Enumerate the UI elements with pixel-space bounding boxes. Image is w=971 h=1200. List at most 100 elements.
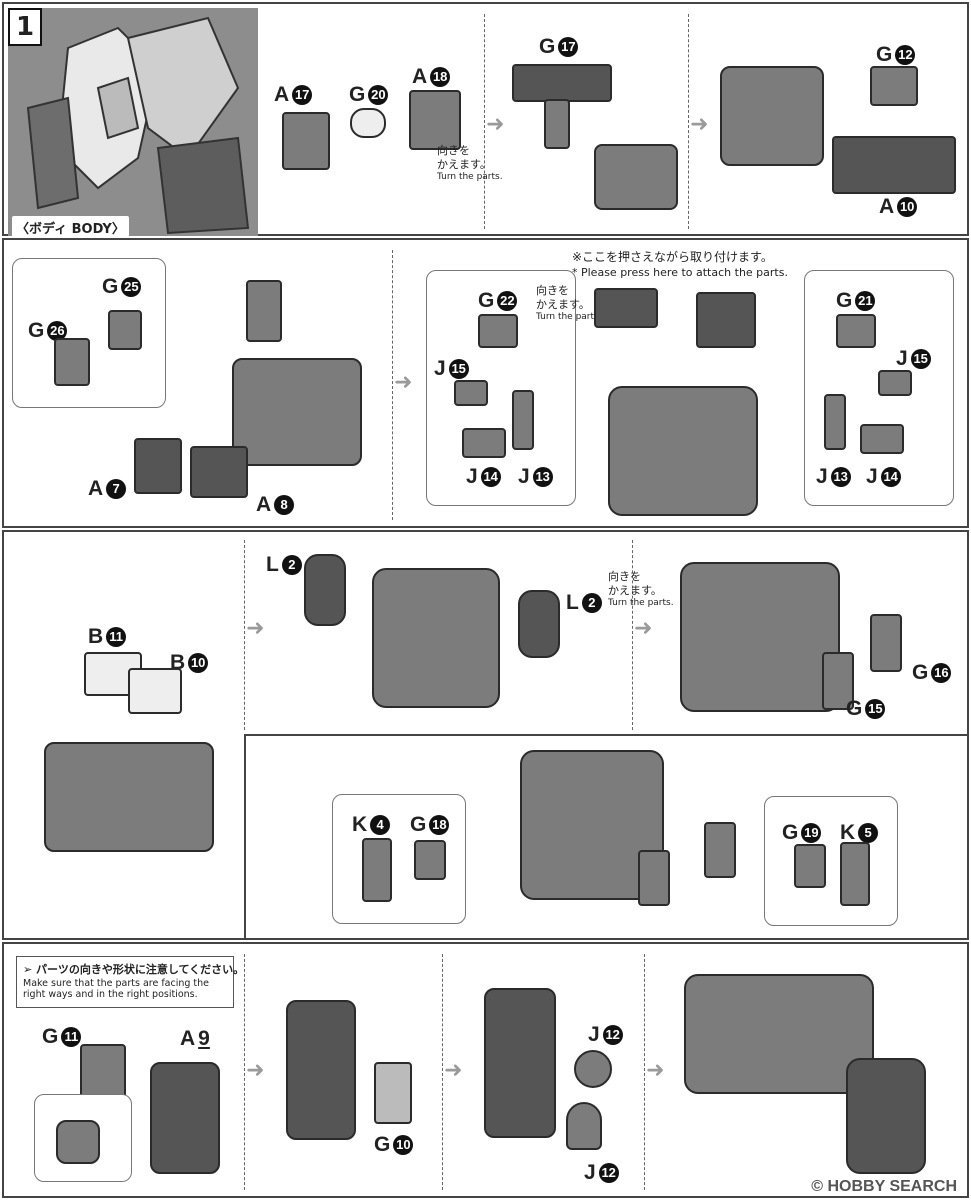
part-a18 (409, 90, 461, 150)
part-g18 (414, 840, 446, 880)
part-g11-detail (56, 1120, 100, 1164)
part-j12-thruster (566, 1102, 602, 1150)
part-g15 (822, 652, 854, 710)
part-a9 (484, 988, 556, 1138)
part-g22 (478, 314, 518, 348)
turn-note: 向きを かえます。Turn the parts. (608, 570, 674, 608)
next-arrow-icon: ➜ (690, 112, 709, 137)
thruster-unit (846, 1058, 926, 1174)
divider (244, 540, 245, 730)
divider (442, 954, 443, 1190)
part-g17 (512, 64, 612, 102)
part-j13 (512, 390, 534, 450)
next-arrow-icon: ➜ (486, 112, 505, 137)
step-number: 1 (8, 8, 42, 46)
torso-assembly (680, 562, 840, 712)
torso-assembly (608, 386, 758, 516)
next-arrow-icon: ➜ (444, 1058, 463, 1083)
part-j15 (454, 380, 488, 406)
part-g10 (374, 1062, 412, 1124)
next-arrow-icon: ➜ (646, 1058, 665, 1083)
part-torso-block (594, 144, 678, 210)
part-a10 (832, 136, 956, 194)
part-l2 (304, 554, 346, 626)
press-note-en: * Please press here to attach the parts. (572, 266, 788, 279)
part-g20 (350, 108, 386, 138)
caution-box: ➢ パーツの向きや形状に注意してください。 Make sure that the… (16, 956, 244, 1008)
torso-assembly (720, 66, 824, 166)
torso-assembly (372, 568, 500, 708)
armor-plate (638, 850, 670, 906)
left-shoulder-frame (594, 288, 658, 328)
armor-plate (704, 822, 736, 878)
next-arrow-icon: ➜ (246, 616, 265, 641)
torso-assembly (44, 742, 214, 852)
part-g19 (794, 844, 826, 888)
caution-jp: パーツの向きや形状に注意してください。 (36, 963, 245, 976)
divider (688, 14, 689, 229)
caution-icon: ➢ (23, 963, 37, 976)
part-k4 (362, 838, 392, 902)
robot-illustration (8, 8, 258, 236)
detail-callout (764, 796, 898, 926)
part-j12-thruster (574, 1050, 612, 1088)
part-a17 (282, 112, 330, 170)
part-j14 (860, 424, 904, 454)
next-arrow-icon: ➜ (394, 370, 413, 395)
part-g16 (870, 614, 902, 672)
next-arrow-icon: ➜ (246, 1058, 265, 1083)
part-a7 (134, 438, 182, 494)
part-a9 (286, 1000, 356, 1140)
press-note-jp: ※ここを押さえながら取り付けます。 (572, 250, 773, 264)
divider (644, 954, 645, 1190)
part-g21 (836, 314, 876, 348)
part-j14 (462, 428, 506, 458)
turn-note: 向きを かえます。Turn the parts. (437, 144, 503, 182)
turn-note: 向きを かえます。Turn the parts. (536, 284, 602, 322)
right-shoulder-frame (696, 292, 756, 348)
section-title: 〈ボディ BODY〉 (12, 216, 129, 239)
part-j15 (878, 370, 912, 396)
part-g17-stem (544, 99, 570, 149)
part-b10 (128, 668, 182, 714)
divider (392, 250, 393, 520)
part-g12 (870, 66, 918, 106)
part-a8 (190, 446, 248, 498)
step-section-4: ➢ パーツの向きや形状に注意してください。 Make sure that the… (2, 942, 969, 1198)
box-art-image (8, 8, 258, 236)
caution-en: Make sure that the parts are facing the … (23, 978, 210, 1000)
watermark: © HOBBY SEARCH (811, 1178, 957, 1195)
part-g25 (108, 310, 142, 350)
part-g26 (54, 338, 90, 386)
part-l2 (518, 590, 560, 658)
part-a9 (150, 1062, 220, 1174)
